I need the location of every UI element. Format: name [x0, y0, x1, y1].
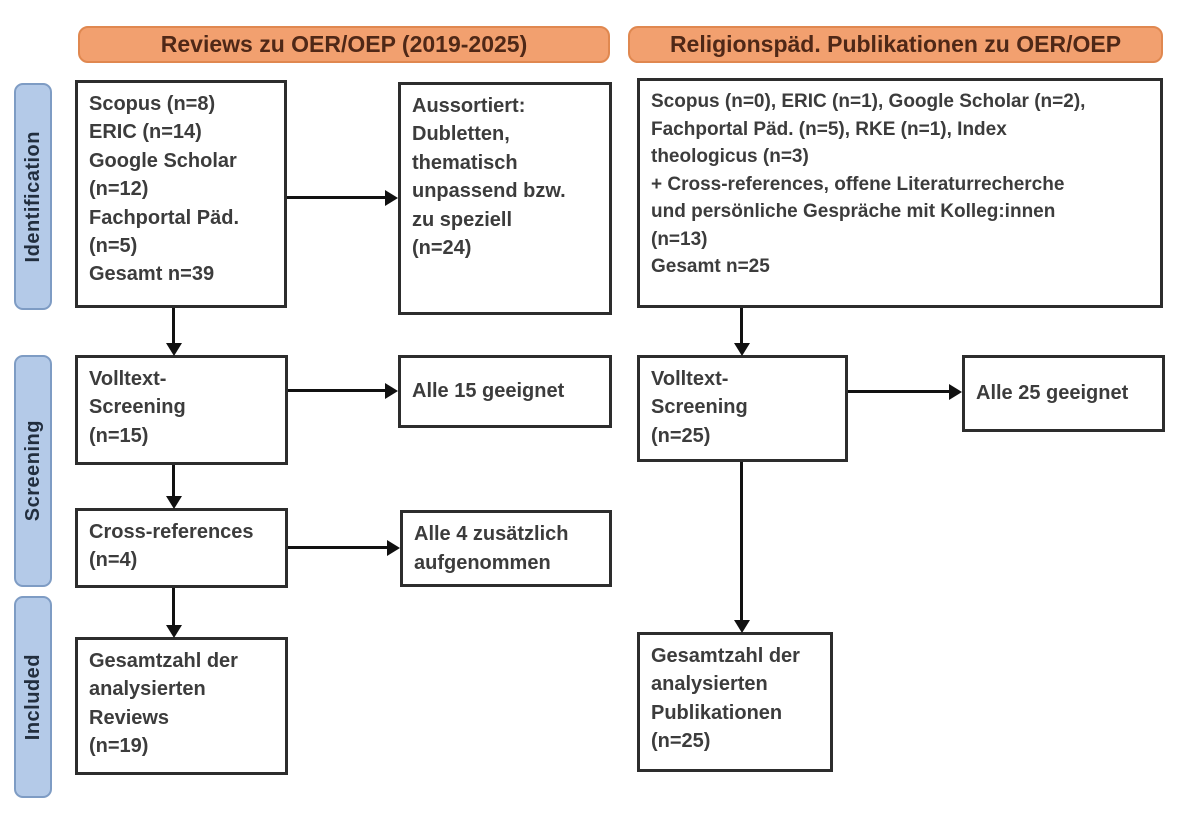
header-religionspaed-column: Religionspäd. Publikationen zu OER/OEP: [628, 26, 1163, 63]
arrow-right-sources-to-fulltext: [740, 308, 743, 343]
arrow-left-fulltext-to-crossref: [172, 465, 175, 496]
arrow-left-crossref-to-added: [288, 546, 387, 549]
arrow-left-sources-to-fulltext: [172, 308, 175, 343]
left-total-box: Gesamtzahl der analysierten Reviews (n=1…: [75, 637, 288, 775]
right-sources-box: Scopus (n=0), ERIC (n=1), Google Scholar…: [637, 78, 1163, 308]
left-sources-box: Scopus (n=8) ERIC (n=14) Google Scholar …: [75, 80, 287, 308]
header-reviews-column: Reviews zu OER/OEP (2019-2025): [78, 26, 610, 63]
stage-label-identification: Identification: [21, 130, 44, 263]
left-crossref-box: Cross-references (n=4): [75, 508, 288, 588]
arrow-left-fulltext-to-eligible: [288, 389, 385, 392]
right-total-box: Gesamtzahl der analysierten Publikatione…: [637, 632, 833, 772]
arrow-left-crossref-to-total: [172, 588, 175, 625]
stage-pill-identification: Identification: [14, 83, 52, 310]
stage-label-screening: Screening: [21, 420, 44, 522]
left-excluded-box: Aussortiert: Dubletten, thematisch unpas…: [398, 82, 612, 315]
left-added-box: Alle 4 zusätzlich aufgenommen: [400, 510, 612, 587]
stage-pill-screening: Screening: [14, 355, 52, 587]
left-fulltext-screening-box: Volltext- Screening (n=15): [75, 355, 288, 465]
left-eligible-box: Alle 15 geeignet: [398, 355, 612, 428]
right-eligible-box: Alle 25 geeignet: [962, 355, 1165, 432]
right-fulltext-screening-box: Volltext- Screening (n=25): [637, 355, 848, 462]
arrow-right-fulltext-to-total: [740, 462, 743, 620]
arrow-right-fulltext-to-eligible: [848, 390, 949, 393]
stage-pill-included: Included: [14, 596, 52, 798]
arrow-left-sources-to-excluded: [287, 196, 385, 199]
stage-label-included: Included: [21, 653, 44, 741]
